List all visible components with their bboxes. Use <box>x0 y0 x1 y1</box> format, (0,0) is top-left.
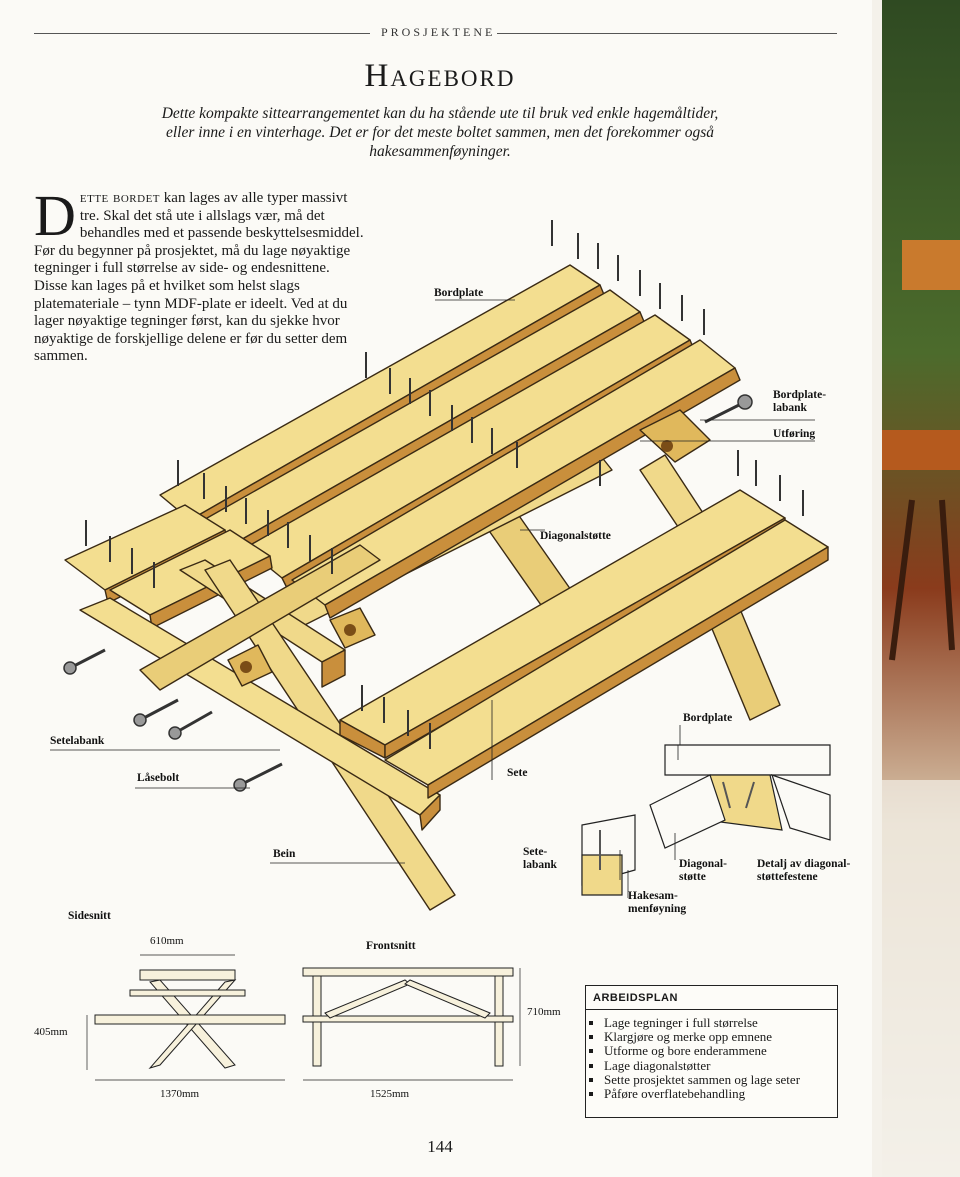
label-sete: Sete <box>507 767 528 779</box>
work-plan-list: Lage tegninger i full størrelse Klargjør… <box>586 1015 837 1101</box>
table-illustration <box>50 220 829 911</box>
drop-cap: D <box>34 183 76 248</box>
label-bein: Bein <box>273 848 296 860</box>
dim-405: 405mm <box>34 1026 68 1038</box>
label-sete-labank-2: labank <box>523 859 557 871</box>
dim-1525: 1525mm <box>370 1088 410 1100</box>
label-setelabank: Setelabank <box>50 735 105 747</box>
work-plan-box: ARBEIDSPLAN Lage tegninger i full større… <box>585 985 838 1118</box>
header-rule-left <box>34 33 370 34</box>
label-detalj-2: støttefestene <box>757 871 818 883</box>
side-section-title: Sidesnitt <box>68 910 111 922</box>
dim-710: 710mm <box>527 1006 561 1018</box>
work-plan-item: Lage tegninger i full størrelse <box>604 1015 837 1030</box>
header-rule-right <box>497 33 837 34</box>
adjacent-page-photo <box>872 0 960 1177</box>
work-plan-item: Lage diagonalstøtter <box>604 1058 837 1073</box>
label-lasebolt: Låsebolt <box>137 772 180 784</box>
side-section-drawing <box>86 954 286 1081</box>
joint-detail-drawing <box>581 744 831 898</box>
label-utforing: Utføring <box>773 428 816 440</box>
work-plan-item: Utforme og bore enderammene <box>604 1044 837 1058</box>
intro-text: Dette kompakte sittearrangementet kan du… <box>161 105 719 160</box>
page-title: Hagebord <box>364 58 516 94</box>
label-hakesam-2: menføyning <box>628 903 687 915</box>
page-number: 144 <box>427 1137 453 1156</box>
work-plan-item: Klargjøre og merke opp emnene <box>604 1030 837 1044</box>
body-lead: ette bordet <box>79 190 161 206</box>
label-diagonal-stotte-2: støtte <box>679 871 706 883</box>
front-section-drawing <box>302 967 521 1081</box>
label-hakesam-1: Hakesam- <box>628 890 678 902</box>
work-plan-item: Sette prosjektet sammen og lage seter <box>604 1072 837 1087</box>
label-diagonal-stotte-1: Diagonal- <box>679 858 727 870</box>
label-sete-labank-1: Sete- <box>523 846 548 858</box>
label-bordplatelabank-1: Bordplate- <box>773 389 827 401</box>
label-diagonalstotte: Diagonalstøtte <box>540 530 611 542</box>
label-detalj-1: Detalj av diagonal- <box>757 858 851 870</box>
body-paragraph: kan lages av alle typer massivt tre. Ska… <box>34 190 364 365</box>
work-plan-heading: ARBEIDSPLAN <box>586 986 837 1010</box>
label-bordplatelabank-2: labank <box>773 402 807 414</box>
work-plan-item: Påføre overflatebehandling <box>604 1086 837 1101</box>
label-bordplate-detail: Bordplate <box>683 712 733 724</box>
section-title: PROSJEKTENE <box>381 25 496 39</box>
dim-610: 610mm <box>150 935 184 947</box>
front-section-title: Frontsnitt <box>366 940 416 952</box>
label-bordplate: Bordplate <box>434 287 484 299</box>
dim-1370: 1370mm <box>160 1088 200 1100</box>
